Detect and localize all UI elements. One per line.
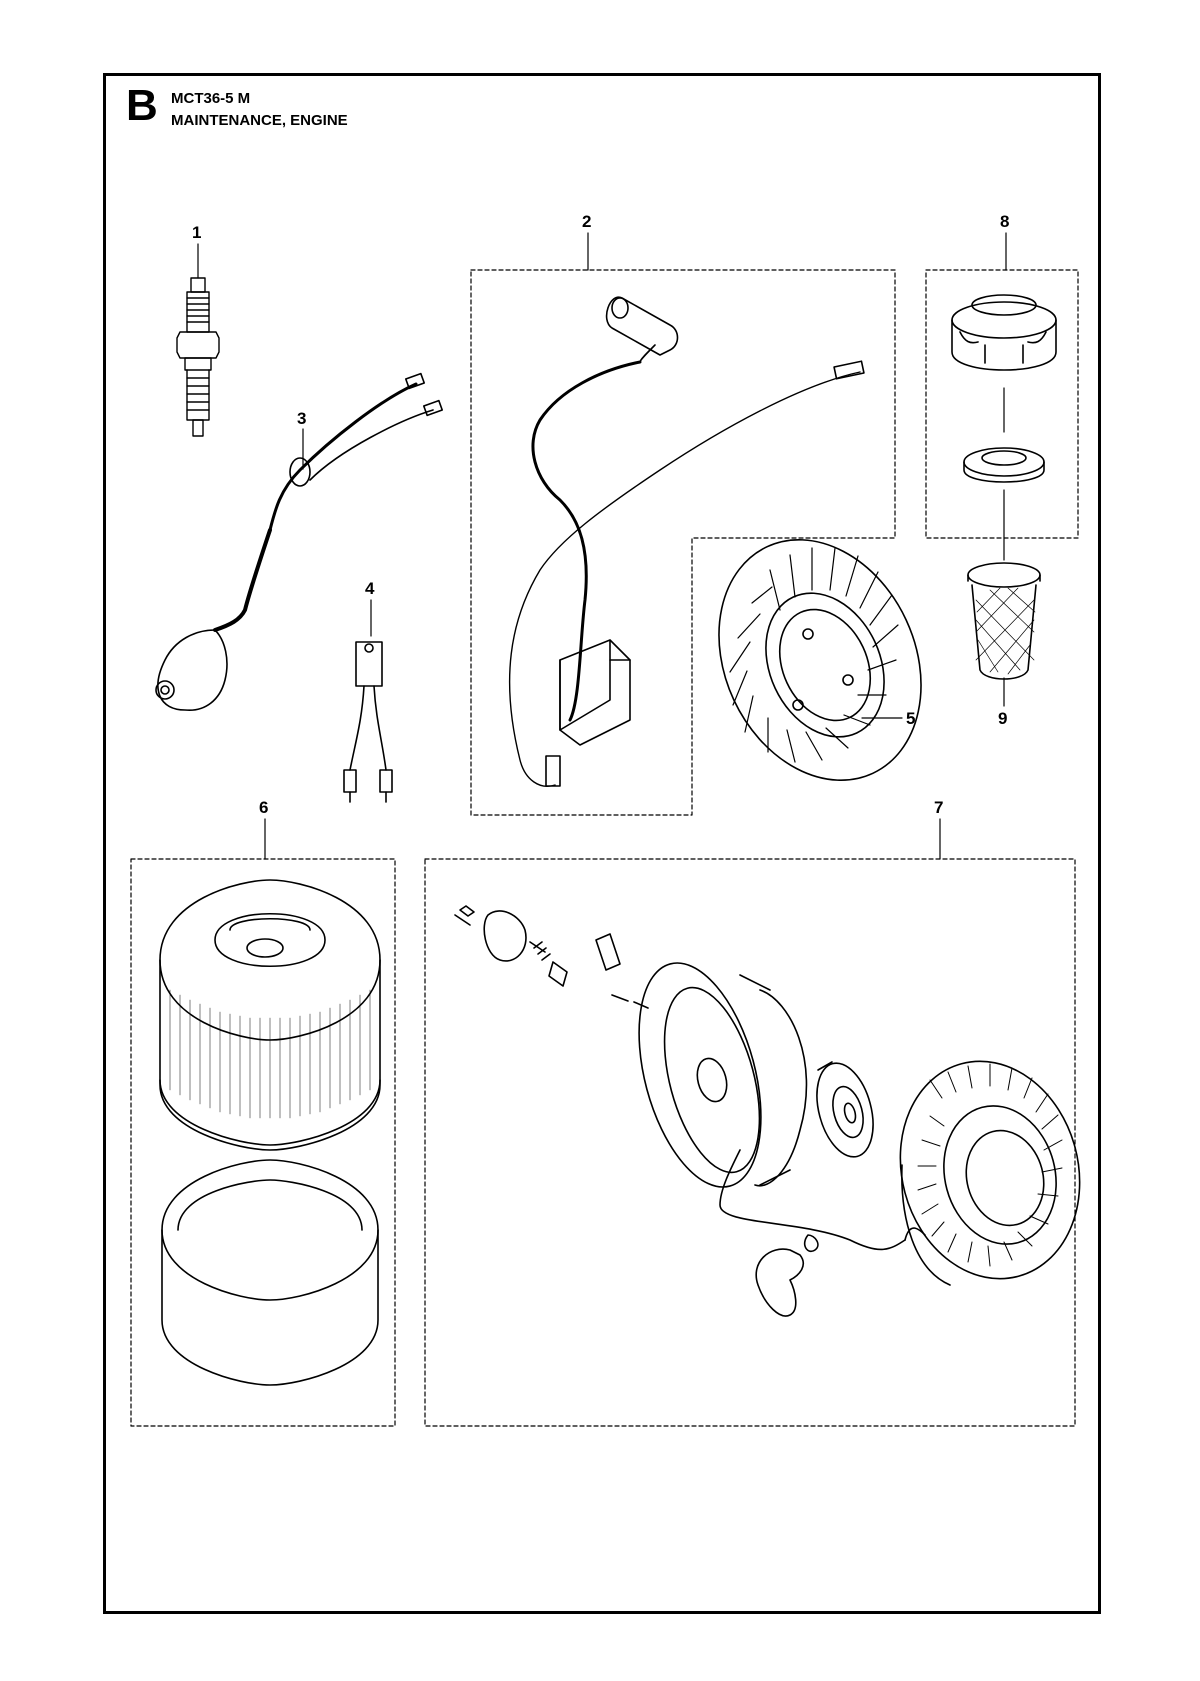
callout-4: 4 [365, 579, 375, 598]
diode-resistor [343, 641, 393, 803]
section-letter: B [126, 81, 158, 130]
group-box-recoil-starter [424, 858, 1076, 1427]
group-box-ignition-coil [470, 269, 896, 816]
diagram-frame [103, 73, 1101, 1614]
model-number: MCT36-5 M [171, 90, 251, 107]
callout-7: 7 [934, 798, 943, 817]
oil-strainer [967, 562, 1041, 680]
ignition-coil [508, 296, 865, 787]
group-box-air-filter [130, 858, 396, 1427]
oil-filler-cap [951, 294, 1057, 371]
gasket [963, 447, 1045, 483]
callout-9: 9 [998, 709, 1007, 728]
page-title: MAINTENANCE, ENGINE [171, 112, 348, 129]
air-filter-element [159, 879, 381, 1151]
recoil-starter [454, 905, 1081, 1317]
callout-3: 3 [297, 409, 306, 428]
air-filter-precleaner [161, 1159, 379, 1386]
flywheel [718, 539, 922, 781]
callout-1: 1 [192, 223, 201, 242]
group-box-oil-cap [925, 269, 1079, 539]
callout-6: 6 [259, 798, 268, 817]
wire-harness [155, 372, 444, 711]
callout-8: 8 [1000, 212, 1009, 231]
spark-plug [176, 277, 220, 437]
callout-5: 5 [906, 709, 915, 728]
callout-2: 2 [582, 212, 591, 231]
